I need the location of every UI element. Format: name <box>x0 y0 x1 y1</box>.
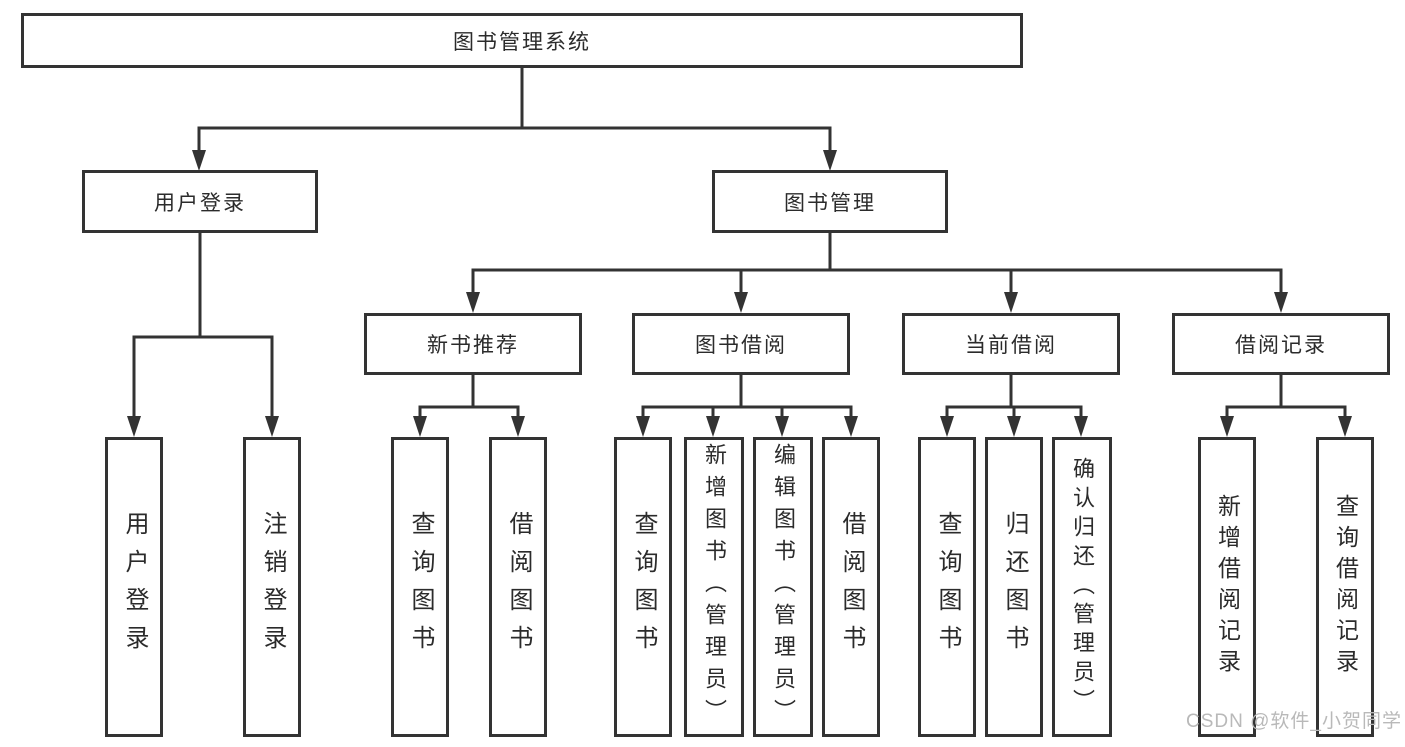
leaf-borrow-query-books: 查询图书 <box>614 437 672 737</box>
leaf-newbook-query-books: 查询图书 <box>391 437 449 737</box>
leaf-borrow-borrow-books: 借阅图书 <box>822 437 880 737</box>
csdn-watermark: CSDN @软件_小贺同学 <box>1186 711 1402 732</box>
node-user-login: 用户登录 <box>82 170 318 233</box>
node-book-management: 图书管理 <box>712 170 948 233</box>
leaf-logout: 注销登录 <box>243 437 301 737</box>
node-book-borrow: 图书借阅 <box>632 313 850 375</box>
leaf-current-query-books: 查询图书 <box>918 437 976 737</box>
leaf-record-add-borrow-record: 新增借阅记录 <box>1198 437 1256 737</box>
leaf-record-query-borrow-record: 查询借阅记录 <box>1316 437 1374 737</box>
leaf-current-return-books: 归还图书 <box>985 437 1043 737</box>
leaf-current-confirm-return-admin: 确认归还（管理员） <box>1052 437 1112 737</box>
node-new-book-recommend: 新书推荐 <box>364 313 582 375</box>
node-current-borrow: 当前借阅 <box>902 313 1120 375</box>
leaf-user-login: 用户登录 <box>105 437 163 737</box>
leaf-borrow-add-books-admin: 新增图书（管理员） <box>684 437 744 737</box>
node-borrow-record: 借阅记录 <box>1172 313 1390 375</box>
leaf-borrow-edit-books-admin: 编辑图书（管理员） <box>753 437 813 737</box>
node-root-system: 图书管理系统 <box>21 13 1023 68</box>
leaf-newbook-borrow-books: 借阅图书 <box>489 437 547 737</box>
